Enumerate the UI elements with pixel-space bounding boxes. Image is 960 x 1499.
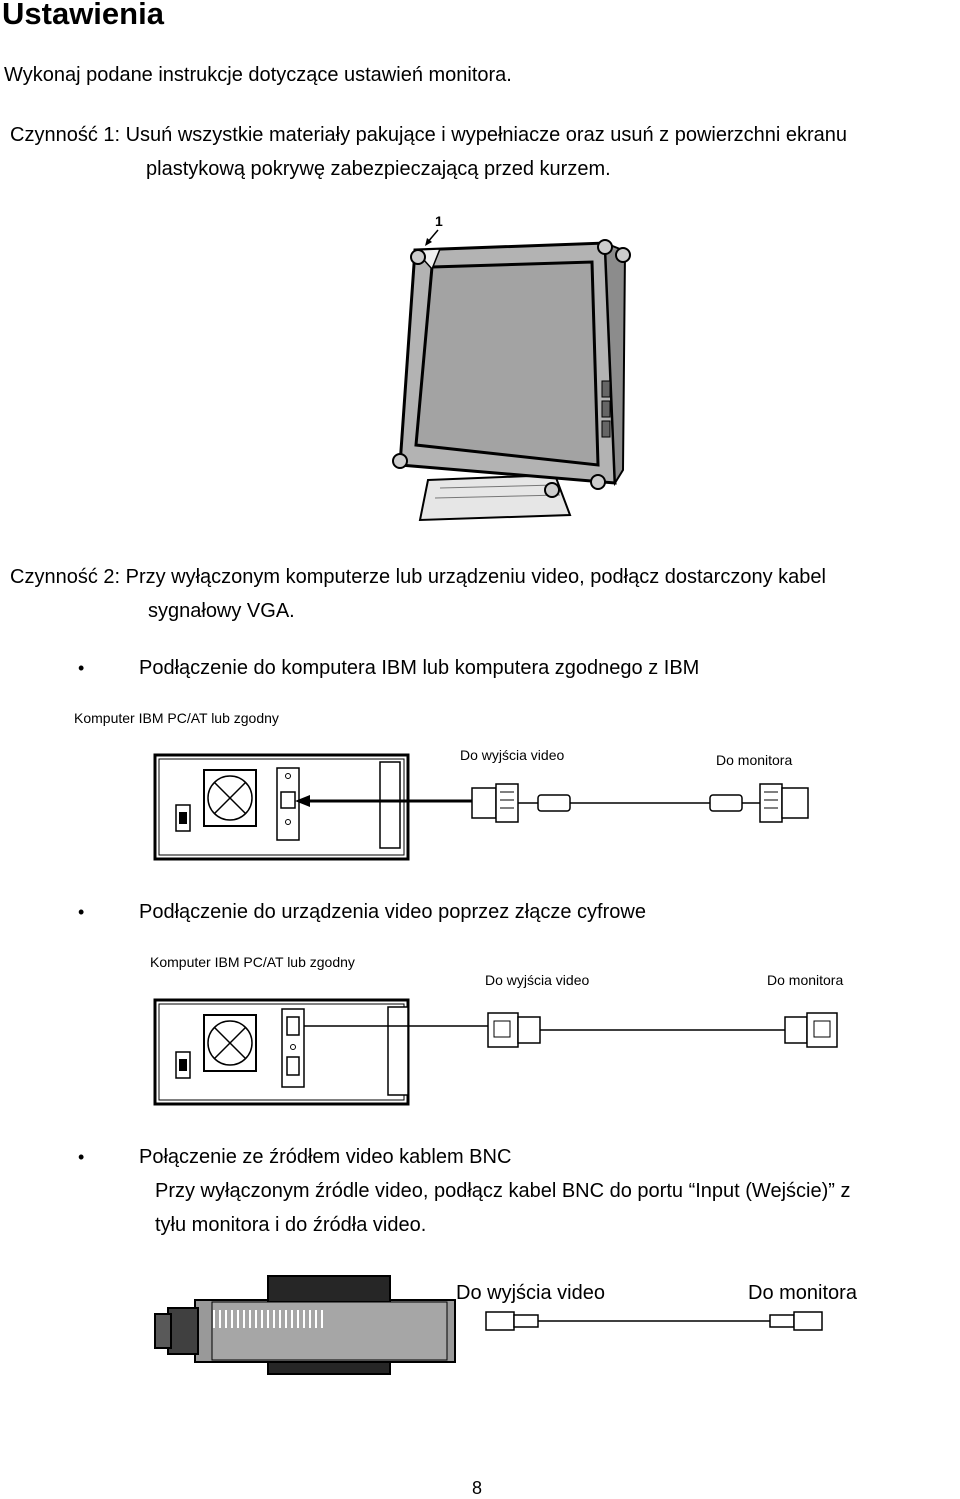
page-number: 8	[472, 1478, 483, 1498]
bnc-video-out-label: Do wyjścia video	[456, 1282, 605, 1304]
bnc-connection-diagram	[154, 1275, 823, 1375]
callout-number: 1	[435, 213, 443, 229]
vga-computer-label: Komputer IBM PC/AT lub zgodny	[74, 710, 279, 726]
digital-section-title: Podłączenie do urządzenia video poprzez …	[139, 901, 646, 923]
digital-monitor-label: Do monitora	[767, 972, 844, 988]
digital-video-out-label: Do wyjścia video	[485, 972, 590, 988]
digital-connection-diagram	[153, 998, 838, 1106]
bnc-text-line2: tyłu monitora i do źródła video.	[155, 1214, 427, 1236]
step1-text-line2: plastykową pokrywę zabezpieczającą przed…	[146, 158, 611, 180]
step1-text-line1: Czynność 1: Usuń wszystkie materiały pak…	[10, 124, 848, 146]
monitor-illustration	[392, 229, 631, 522]
step2-text-line1: Czynność 2: Przy wyłączonym komputerze l…	[10, 566, 826, 588]
vga-video-out-label: Do wyjścia video	[460, 747, 565, 763]
intro-text: Wykonaj podane instrukcje dotyczące usta…	[4, 64, 512, 86]
vga-section-title: Podłączenie do komputera IBM lub kompute…	[139, 657, 700, 679]
bullet-digital: •	[78, 902, 85, 922]
digital-computer-label: Komputer IBM PC/AT lub zgodny	[150, 954, 355, 970]
bullet-vga: •	[78, 658, 85, 678]
step2-text-line2: sygnałowy VGA.	[148, 600, 295, 622]
page-title: Ustawienia	[2, 0, 164, 31]
vga-connection-diagram	[153, 753, 809, 861]
vga-monitor-label: Do monitora	[716, 752, 793, 768]
bullet-bnc: •	[78, 1147, 85, 1167]
bnc-monitor-label: Do monitora	[748, 1282, 857, 1304]
bnc-text-line1: Przy wyłączonym źródle video, podłącz ka…	[155, 1180, 851, 1202]
bnc-section-title: Połączenie ze źródłem video kablem BNC	[139, 1146, 512, 1168]
